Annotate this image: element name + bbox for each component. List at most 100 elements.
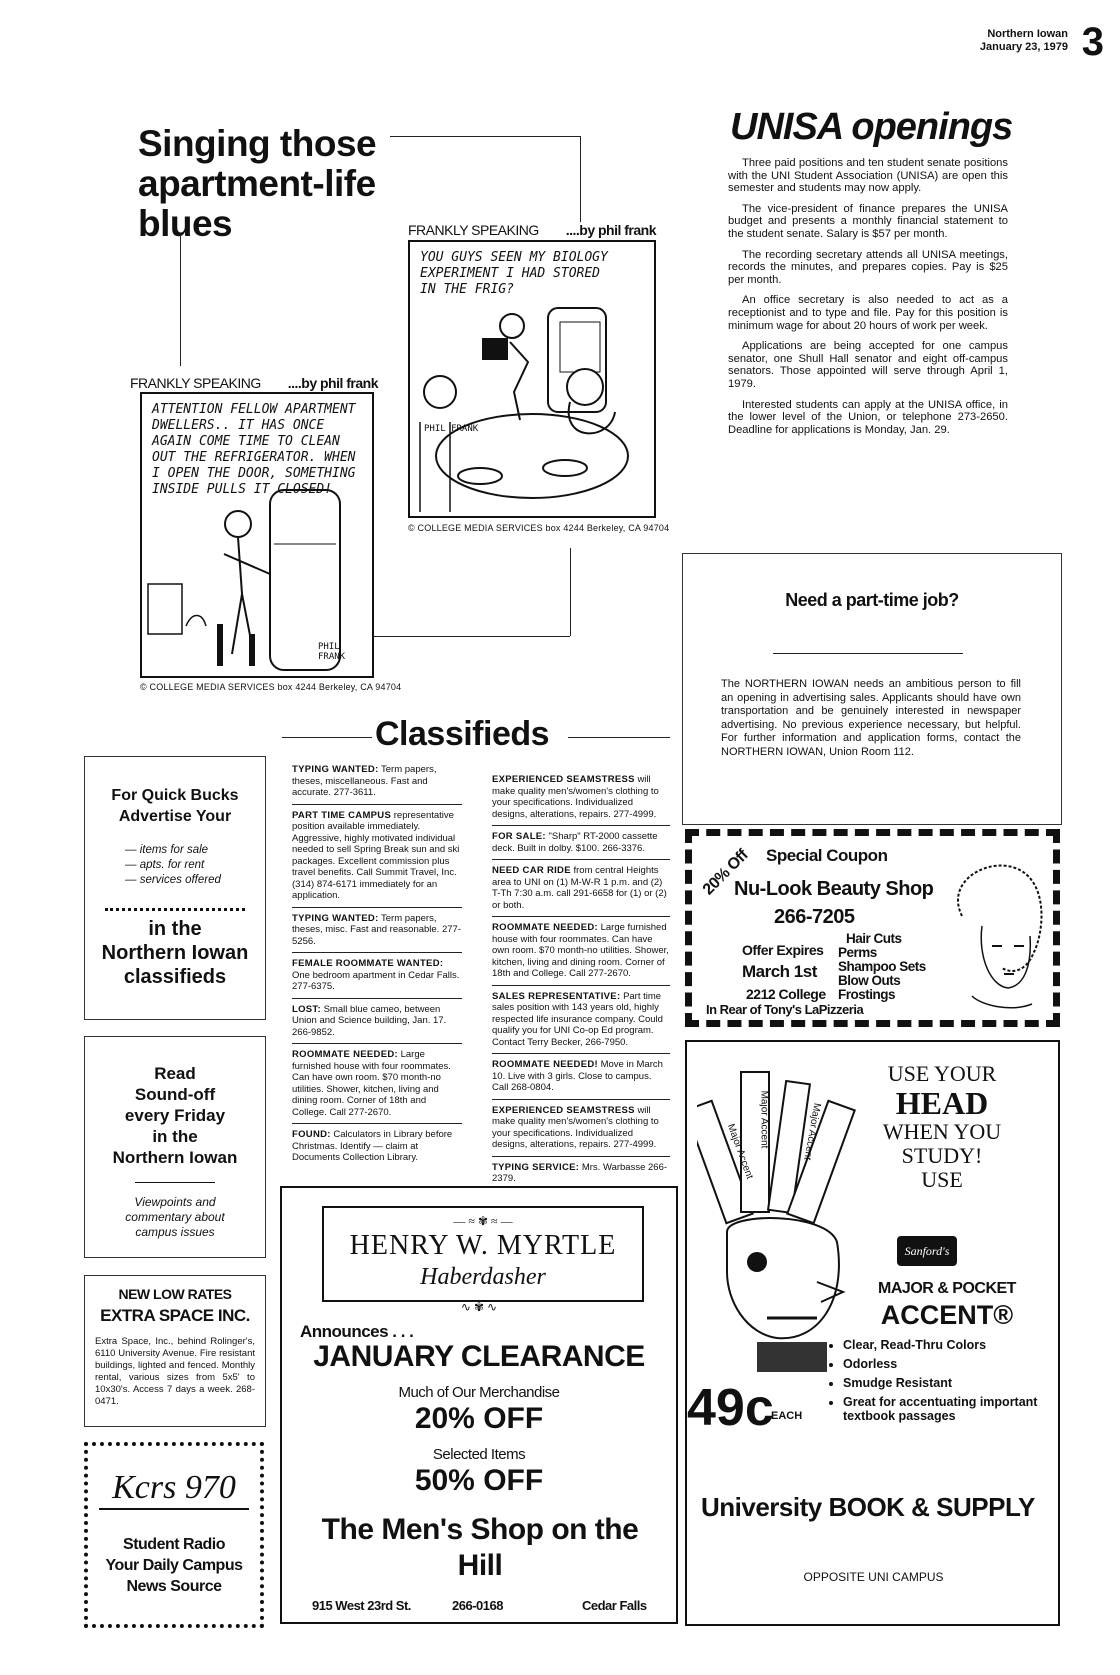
coupon-title: Special Coupon <box>766 846 888 865</box>
store-name: University BOOK & SUPPLY <box>701 1492 1035 1522</box>
page-headline: Singing those apartment-life blues <box>138 123 377 244</box>
classified-ad: ROOMMATE NEEDED! Move in March 10. Live … <box>492 1059 663 1093</box>
ornament: ∿ ✾ ∿ <box>460 1300 498 1314</box>
product-name: ACCENT® <box>880 1300 1014 1330</box>
store-tagline: OPPOSITE UNI CAMPUS <box>803 1570 944 1584</box>
page-number: 3 <box>1081 20 1104 64</box>
kcrs-ad: Kcrs 970 Student Radio Your Daily Campus… <box>84 1442 264 1628</box>
ad-line: NEW LOW RATES <box>118 1286 232 1302</box>
classified-ad: FOR SALE: "Sharp" RT-2000 cassette deck.… <box>492 831 658 854</box>
comic-speech: ATTENTION FELLOW APARTMENT DWELLERS.. IT… <box>152 402 356 497</box>
ad-headline: USE YOUR HEAD WHEN YOU STUDY! USE <box>882 1061 1002 1192</box>
classified-ad: ROOMMATE NEEDED: Large furnished house w… <box>492 922 669 979</box>
marker-head-illustration <box>697 1071 856 1372</box>
ornament: — ≈ ✾ ≈ — <box>453 1214 513 1228</box>
classified-ad: FOUND: Calculators in Library before Chr… <box>292 1129 453 1163</box>
job-ad-title: Need a part-time job? <box>785 590 959 610</box>
classified-ad: EXPERIENCED SEAMSTRESS will make quality… <box>492 774 659 820</box>
comic-signature: PHIL FRANK <box>318 642 346 662</box>
announces: Announces . . . <box>300 1322 414 1341</box>
comic-illustration <box>419 307 629 512</box>
shop-phone: 266-0168 <box>452 1598 503 1613</box>
kcrs-logo: Kcrs 970 <box>99 1468 249 1510</box>
ad-line: For Quick Bucks <box>111 787 239 804</box>
shop-slogan: The Men's Shop on the Hill <box>321 1513 639 1582</box>
ad-line: classifieds <box>123 966 227 988</box>
feature-list: Clear, Read-Thru Colors Odorless Smudge … <box>827 1338 1068 1423</box>
ad-line: Advertise Your <box>118 808 232 825</box>
price: 49c <box>687 1379 774 1437</box>
masthead: Northern Iowan January 23, 1979 <box>980 28 1068 54</box>
divider <box>773 653 963 654</box>
woman-portrait-illustration <box>957 864 1043 1009</box>
article-paragraph: Applications are being accepted for one … <box>728 340 1008 390</box>
divider <box>135 1182 215 1183</box>
article-paragraph: Three paid positions and ten student sen… <box>728 157 1008 195</box>
divider <box>105 908 245 911</box>
shop-city: Cedar Falls <box>582 1598 647 1613</box>
comic-illustration <box>147 489 341 671</box>
ad-headline: Read Sound-off every Friday in the North… <box>112 1064 238 1167</box>
classified-ad: TYPING WANTED: Term papers, theses, misc… <box>292 912 461 947</box>
comic-header: FRANKLY SPEAKING ....by phil frank <box>408 222 657 238</box>
job-ad-body: The NORTHERN IOWAN needs an ambitious pe… <box>721 678 1021 758</box>
ad-body: Extra Space, Inc., behind Rolinger's, 61… <box>95 1336 255 1407</box>
comic-rule <box>370 636 570 637</box>
article-paragraph: The vice-president of finance prepares t… <box>728 202 1008 240</box>
classified-ad: TYPING WANTED: Term papers, theses, misc… <box>292 764 437 798</box>
expiry-date: March 1st <box>742 962 817 981</box>
sale-headline: JANUARY CLEARANCE <box>313 1340 645 1373</box>
classifieds-rule <box>568 737 670 738</box>
comic-panel: YOU GUYS SEEN MY BIOLOGY EXPERIMENT I HA… <box>408 240 656 518</box>
shop-name: Nu-Look Beauty Shop <box>734 878 934 900</box>
shop-location: In Rear of Tony's LaPizzeria <box>706 1002 864 1017</box>
classified-ad: TYPING SERVICE: Mrs. Warbasse 266-2379. <box>492 1161 668 1185</box>
ad-lines: Student Radio Your Daily Campus News Sou… <box>105 1536 243 1595</box>
product-line: MAJOR & POCKET <box>878 1280 1016 1297</box>
ad-line: Northern Iowan <box>101 942 249 964</box>
shop-address: 915 West 23rd St. <box>312 1598 411 1613</box>
services-list: Hair Cuts Perms Shampoo Sets Blow Outs F… <box>838 931 926 1002</box>
sanford-logo: Sanford's <box>897 1236 957 1266</box>
headline-rule <box>180 236 181 366</box>
job-ad: Need a part-time job? The NORTHERN IOWAN… <box>682 553 1062 825</box>
ad-line: EXTRA SPACE INC. <box>100 1306 250 1325</box>
article-paragraph: Interested students can apply at the UNI… <box>728 398 1008 436</box>
paper-name: Northern Iowan <box>987 28 1068 40</box>
classified-ad: PART TIME CAMPUS representative position… <box>292 809 460 902</box>
headline-rule <box>390 136 580 137</box>
classified-ad: NEED CAR RIDE from central Heights area … <box>492 865 667 911</box>
price-unit: EACH <box>771 1410 803 1422</box>
comic-rule <box>570 548 571 636</box>
classified-ad: FEMALE ROOMMATE WANTED: One bedroom apar… <box>292 958 460 992</box>
classifieds-rule <box>282 737 372 738</box>
quick-bucks-ad: For Quick Bucks Advertise Your — items f… <box>84 756 266 1020</box>
soundoff-ad: Read Sound-off every Friday in the North… <box>84 1036 266 1258</box>
accent-marker-ad: USE YOUR HEAD WHEN YOU STUDY! USE Sanfor… <box>685 1040 1060 1626</box>
shop-phone: 266-7205 <box>774 906 855 928</box>
comic-signature: PHIL FRANK <box>424 424 479 434</box>
sign-board: — ≈ ✾ ≈ — HENRY W. MYRTLE Haberdasher <box>322 1206 644 1302</box>
unisa-headline: UNISA openings <box>730 106 1013 148</box>
classified-ad: ROOMMATE NEEDED: Large furnished house w… <box>292 1049 451 1118</box>
headline-rule <box>580 136 581 222</box>
classifieds-column: EXPERIENCED SEAMSTRESS will make quality… <box>492 774 670 1185</box>
shop-subtitle: Haberdasher <box>420 1264 546 1290</box>
comic-panel: ATTENTION FELLOW APARTMENT DWELLERS.. IT… <box>140 392 374 678</box>
classifieds-column: TYPING WANTED: Term papers, theses, misc… <box>292 764 462 1164</box>
article-paragraph: An office secretary is also needed to ac… <box>728 294 1008 332</box>
myrtle-clearance-ad: — ≈ ✾ ≈ — HENRY W. MYRTLE Haberdasher ∿ … <box>280 1186 678 1624</box>
sale-line: Much of Our Merchandise <box>398 1384 560 1401</box>
ad-subtext: Viewpoints and commentary about campus i… <box>125 1195 225 1239</box>
shop-address: 2212 College <box>746 986 826 1002</box>
discount-1: 20% OFF <box>414 1402 544 1435</box>
comic-speech: YOU GUYS SEEN MY BIOLOGY EXPERIMENT I HA… <box>420 250 608 297</box>
classified-ad: EXPERIENCED SEAMSTRESS will make quality… <box>492 1104 659 1151</box>
ad-list: — items for sale — apts. for rent — serv… <box>125 844 221 886</box>
shop-name: HENRY W. MYRTLE <box>349 1230 617 1261</box>
classifieds-title: Classifieds <box>375 715 550 753</box>
comic-credit: © COLLEGE MEDIA SERVICES box 4244 Berkel… <box>408 523 670 533</box>
classified-ad: LOST: Small blue cameo, between Union an… <box>292 1003 447 1038</box>
classified-ad: SALES REPRESENTATIVE: Part time sales po… <box>492 990 663 1048</box>
issue-date: January 23, 1979 <box>979 41 1068 53</box>
